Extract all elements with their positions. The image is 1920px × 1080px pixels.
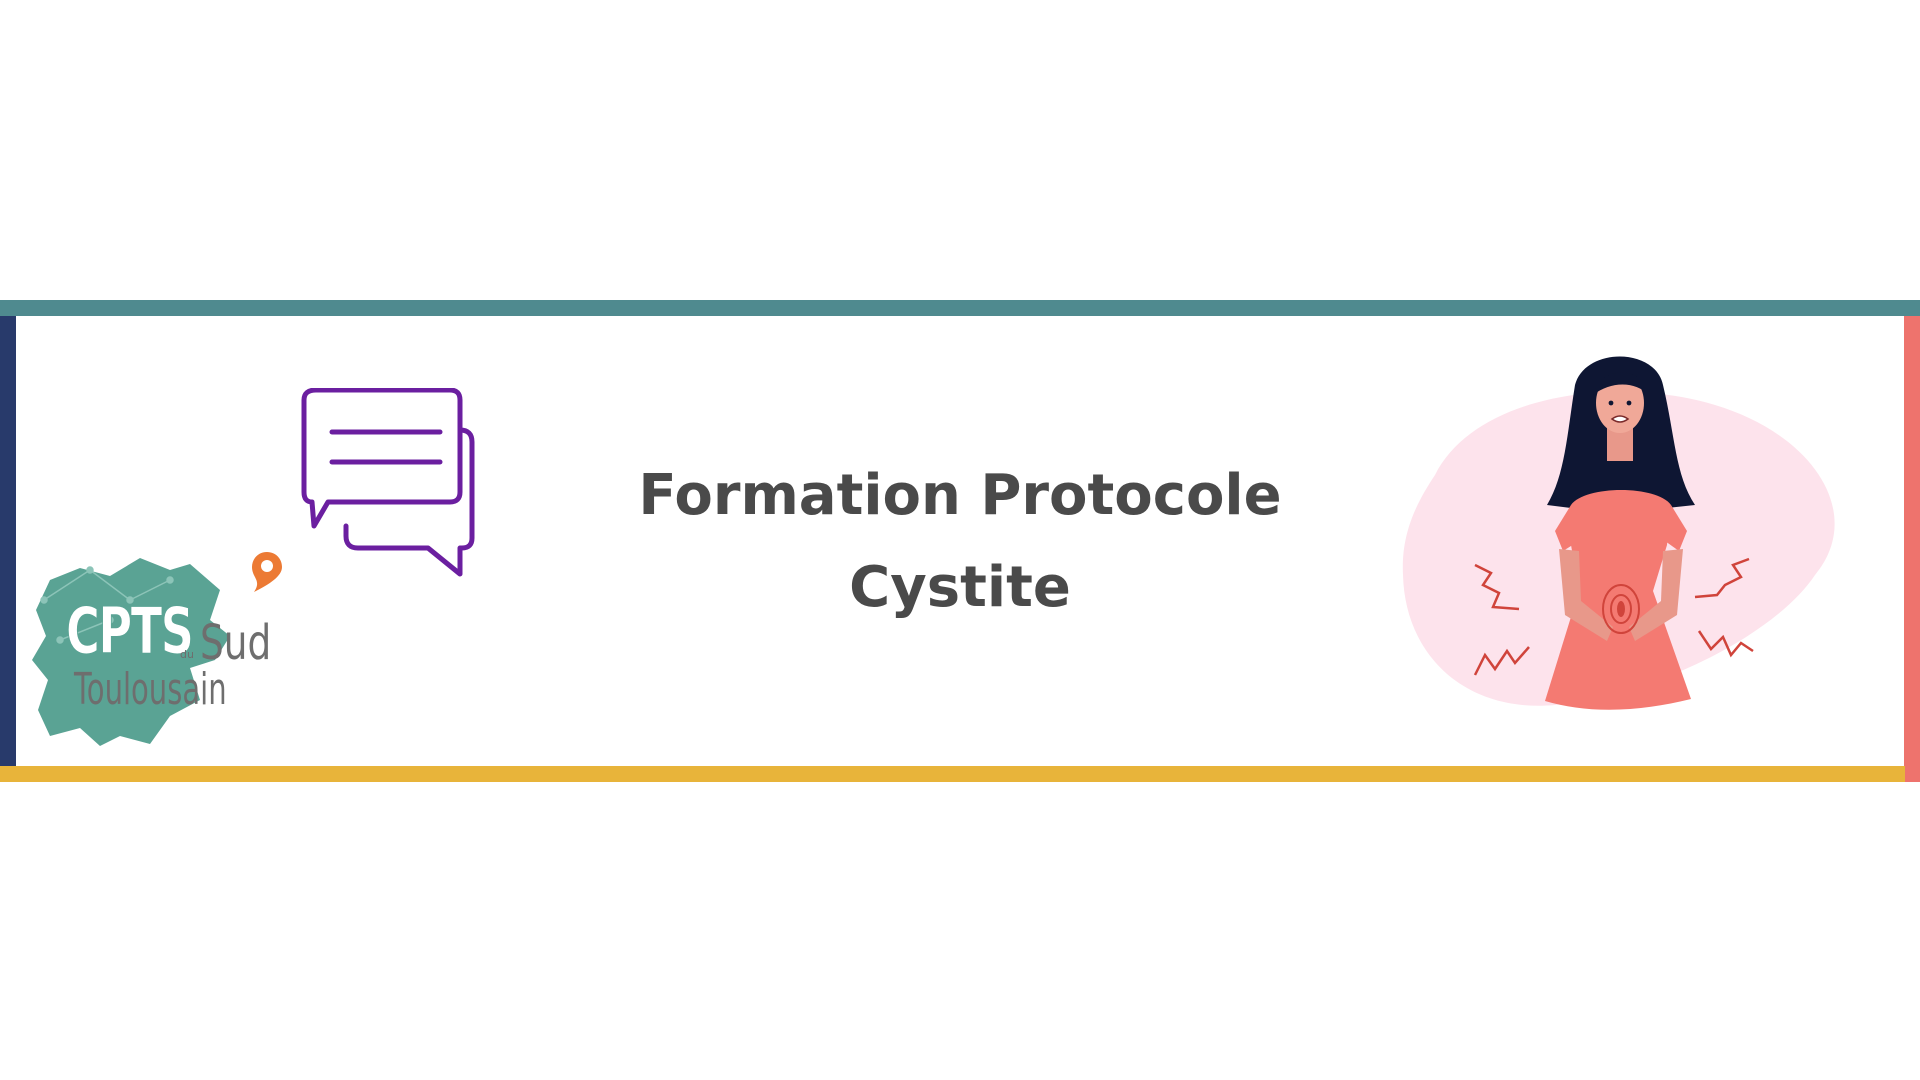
logo-text-sud: Sud: [200, 615, 272, 671]
title-line-2: Cystite: [849, 555, 1071, 620]
cpts-logo: CPTS du Sud Toulousain: [30, 540, 290, 760]
left-border-bar: [0, 316, 16, 766]
banner-title: Formation Protocole Cystite: [560, 450, 1360, 634]
top-border-bar: [0, 300, 1920, 316]
logo-text-du: du: [180, 648, 194, 661]
logo-text-cpts: CPTS: [66, 595, 195, 670]
banner: CPTS du Sud Toulousain Formation Protoco…: [0, 300, 1920, 784]
woman-abdominal-pain-illustration: [1395, 355, 1845, 725]
title-line-1: Formation Protocole: [638, 463, 1282, 528]
bottom-border-bar: [0, 766, 1905, 782]
logo-text-toulousain: Toulousain: [74, 664, 227, 715]
right-border-bar: [1904, 316, 1920, 782]
chat-bubbles-icon: [300, 387, 524, 588]
location-pin-icon: [250, 550, 284, 594]
